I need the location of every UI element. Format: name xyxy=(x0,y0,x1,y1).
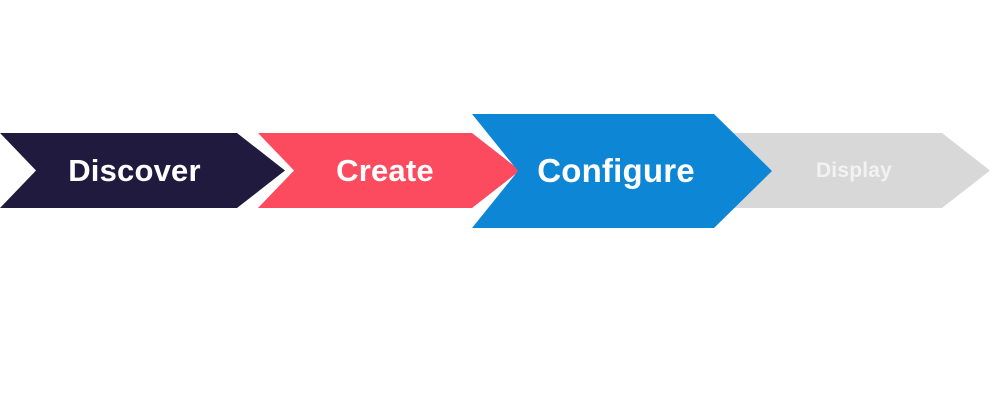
chevron-label-display: Display xyxy=(815,158,893,182)
chevron-label-create: Create xyxy=(336,152,434,188)
chevron-label-discover: Discover xyxy=(68,152,201,188)
chevron-shape-configure xyxy=(472,114,772,228)
chevron-step-discover[interactable]: Discover xyxy=(0,133,285,208)
chevron-step-create[interactable]: Create xyxy=(258,133,520,208)
chevron-shape-create xyxy=(258,133,520,208)
chevron-label-configure: Configure xyxy=(537,152,695,189)
chevron-shape-discover xyxy=(0,133,285,208)
chevron-step-display[interactable]: Display xyxy=(730,133,990,208)
chevron-shape-display xyxy=(730,133,990,208)
chevron-step-configure[interactable]: Configure xyxy=(472,114,772,228)
